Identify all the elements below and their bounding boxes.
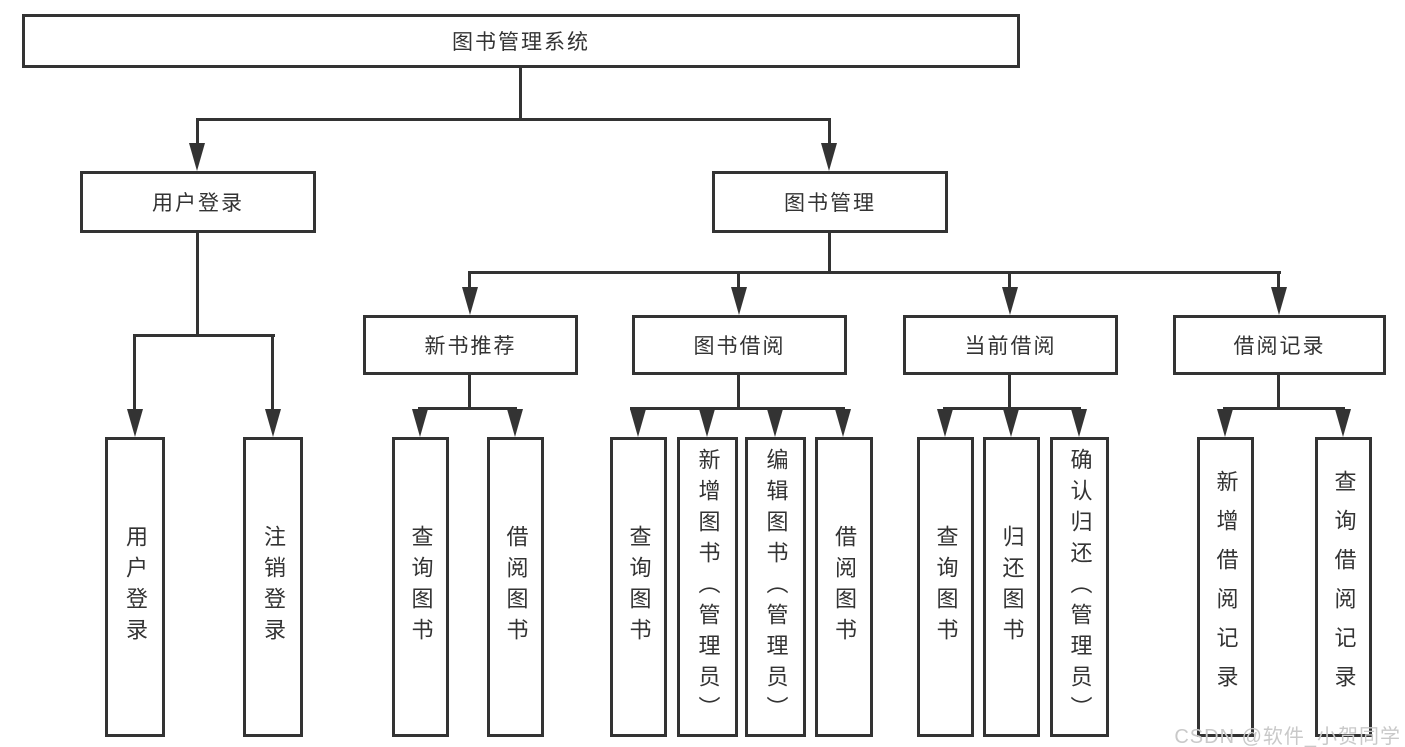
connector-current-stem: [1008, 375, 1011, 410]
leaf-logout-login: 注销登录: [243, 437, 303, 737]
leaf-borrow-books-borrow-label: 借阅图书: [832, 525, 857, 649]
connector-level3-drop: [737, 274, 740, 291]
arrowhead-icon: [821, 143, 837, 171]
leaf-query-borrow-record-label: 查询借阅记录: [1331, 470, 1357, 704]
leaf-add-borrow-record: 新增借阅记录: [1197, 437, 1254, 737]
arrowhead-icon: [1002, 287, 1018, 315]
leaf-query-books-current: 查询图书: [917, 437, 974, 737]
leaf-return-books-label: 归还图书: [999, 525, 1025, 649]
arrowhead-icon: [462, 287, 478, 315]
node-new-book-recommend: 新书推荐: [363, 315, 578, 375]
connector-level2-bar: [196, 118, 831, 121]
connector-level3-bar: [468, 271, 1281, 274]
connector-user-login-bar: [133, 334, 275, 337]
node-book-management-label: 图书管理: [784, 192, 876, 215]
leaf-return-books: 归还图书: [983, 437, 1040, 737]
leaf-query-books-borrow-label: 查询图书: [626, 525, 652, 649]
node-user-login: 用户登录: [80, 171, 316, 233]
connector-leaf-drop: [271, 337, 274, 413]
node-book-management: 图书管理: [712, 171, 948, 233]
node-user-login-label: 用户登录: [152, 192, 244, 215]
arrowhead-icon: [699, 409, 715, 437]
arrowhead-icon: [1271, 287, 1287, 315]
leaf-confirm-return-admin-label: 确认归还（管理员）: [1067, 447, 1093, 727]
node-current-borrow: 当前借阅: [903, 315, 1118, 375]
node-root: 图书管理系统: [22, 14, 1020, 68]
connector-records-bar: [1223, 407, 1345, 410]
connector-book-mgmt-stem: [828, 233, 831, 274]
connector-recommend-bar: [418, 407, 517, 410]
arrowhead-icon: [507, 409, 523, 437]
node-borrow-records-label: 借阅记录: [1233, 335, 1326, 358]
leaf-add-book-admin: 新增图书（管理员）: [677, 437, 738, 737]
leaf-edit-book-admin: 编辑图书（管理员）: [745, 437, 806, 737]
leaf-add-borrow-record-label: 新增借阅记录: [1213, 470, 1239, 704]
connector-recommend-stem: [468, 375, 471, 410]
watermark: CSDN @软件_小贺同学: [1174, 726, 1401, 747]
arrowhead-icon: [1217, 409, 1233, 437]
arrowhead-icon: [835, 409, 851, 437]
leaf-logout-login-label: 注销登录: [261, 525, 286, 649]
leaf-query-books-borrow: 查询图书: [610, 437, 667, 737]
leaf-query-books-recommend: 查询图书: [392, 437, 449, 737]
connector-leaf-drop: [133, 337, 136, 413]
leaf-query-books-recommend-label: 查询图书: [408, 525, 434, 649]
arrowhead-icon: [1003, 409, 1019, 437]
leaf-confirm-return-admin: 确认归还（管理员）: [1050, 437, 1109, 737]
arrowhead-icon: [1335, 409, 1351, 437]
leaf-add-book-admin-label: 新增图书（管理员）: [695, 447, 721, 727]
node-book-borrow-label: 图书借阅: [693, 335, 786, 358]
connector-level3-drop: [1277, 274, 1280, 291]
node-book-borrow: 图书借阅: [632, 315, 847, 375]
connector-level3-drop: [468, 274, 471, 291]
leaf-borrow-books-borrow: 借阅图书: [815, 437, 873, 737]
node-new-book-recommend-label: 新书推荐: [424, 335, 517, 358]
connector-user-login-drop: [196, 121, 199, 147]
leaf-borrow-books-recommend-label: 借阅图书: [503, 525, 529, 649]
leaf-user-login-label: 用户登录: [123, 525, 148, 649]
leaf-user-login: 用户登录: [105, 437, 165, 737]
arrowhead-icon: [767, 409, 783, 437]
connector-user-login-stem: [196, 233, 199, 337]
node-borrow-records: 借阅记录: [1173, 315, 1386, 375]
connector-level3-drop: [1008, 274, 1011, 291]
leaf-borrow-books-recommend: 借阅图书: [487, 437, 544, 737]
arrowhead-icon: [265, 409, 281, 437]
connector-current-bar: [943, 407, 1081, 410]
connector-book-mgmt-drop: [828, 121, 831, 147]
arrowhead-icon: [731, 287, 747, 315]
arrowhead-icon: [412, 409, 428, 437]
leaf-edit-book-admin-label: 编辑图书（管理员）: [763, 447, 789, 727]
leaf-query-borrow-record: 查询借阅记录: [1315, 437, 1372, 737]
arrowhead-icon: [189, 143, 205, 171]
connector-records-stem: [1277, 375, 1280, 410]
connector-root-stem: [519, 68, 522, 121]
node-current-borrow-label: 当前借阅: [964, 335, 1057, 358]
node-root-label: 图书管理系统: [452, 31, 590, 54]
arrowhead-icon: [630, 409, 646, 437]
connector-borrow-stem: [737, 375, 740, 410]
arrowhead-icon: [127, 409, 143, 437]
connector-borrow-bar: [630, 407, 845, 410]
arrowhead-icon: [937, 409, 953, 437]
arrowhead-icon: [1071, 409, 1087, 437]
leaf-query-books-current-label: 查询图书: [933, 525, 959, 649]
